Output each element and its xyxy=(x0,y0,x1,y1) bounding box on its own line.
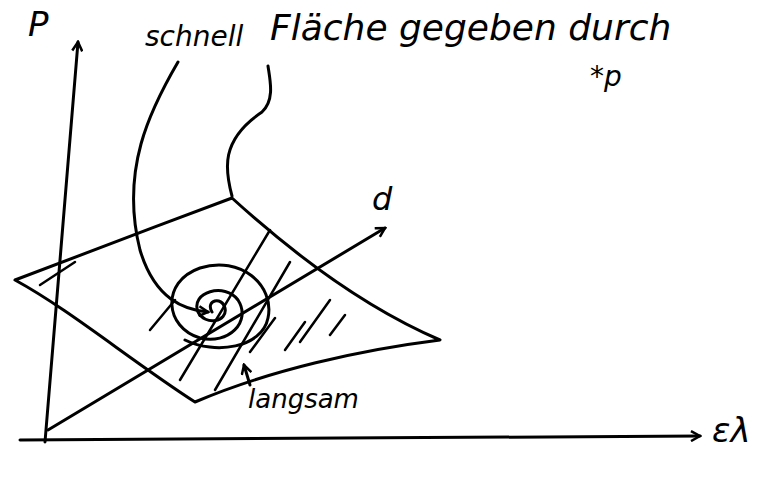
p-axis xyxy=(45,42,78,442)
surface-note: Fläche gegeben durch xyxy=(270,8,671,48)
d-axis xyxy=(48,228,385,430)
fast-label: schnell xyxy=(145,22,243,53)
surface-leader xyxy=(227,66,270,196)
slow-label: langsam xyxy=(248,385,359,414)
axis-label: d xyxy=(372,182,392,217)
slow-leader xyxy=(244,365,250,385)
slow-surface xyxy=(15,198,440,402)
e-axis xyxy=(20,436,700,440)
axis-label: ελ xyxy=(712,412,751,449)
surface-note: *p xyxy=(590,62,622,93)
fast-trajectory xyxy=(134,62,208,312)
axis-label: P xyxy=(28,6,49,43)
